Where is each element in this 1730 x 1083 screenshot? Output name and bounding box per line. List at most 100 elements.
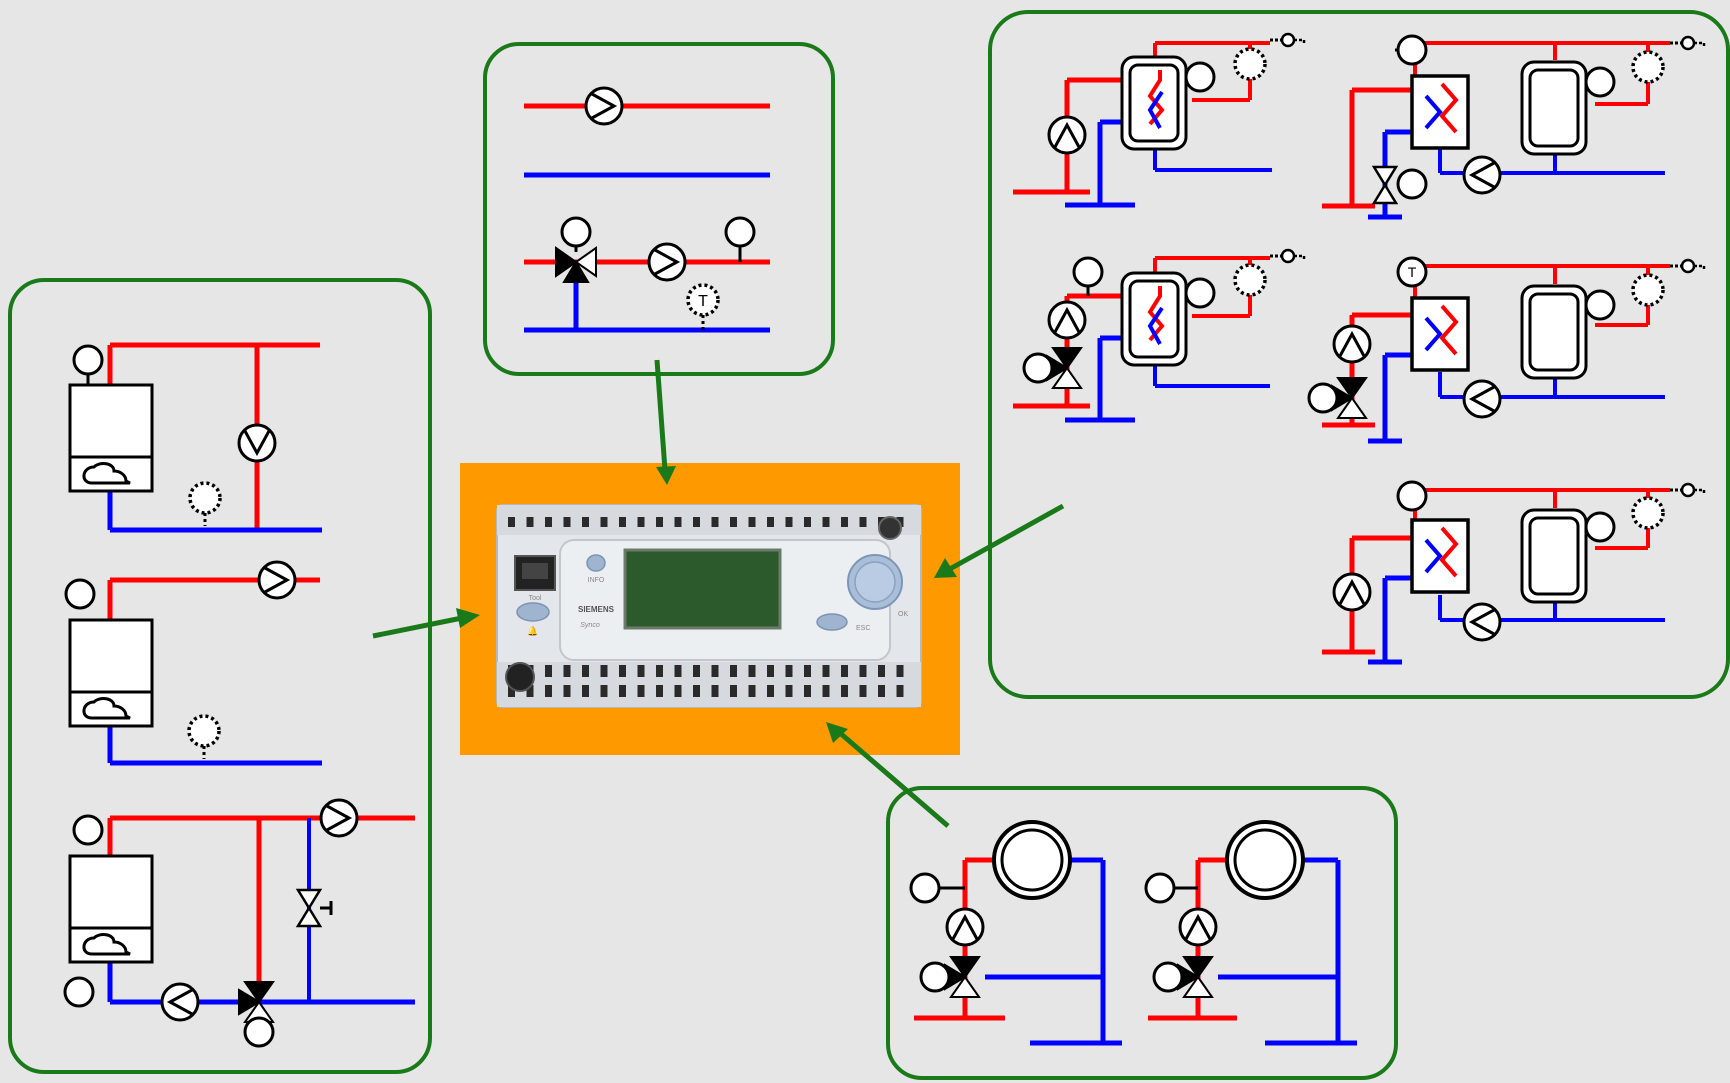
sensor-icon — [1307, 382, 1339, 414]
terminal-slot — [582, 665, 589, 677]
mounting-screw — [505, 662, 535, 692]
terminal-slot — [508, 517, 515, 527]
outdoor-sensor-icon — [1631, 496, 1665, 530]
terminal-slot — [563, 685, 571, 697]
terminal-slot — [785, 665, 793, 677]
heat-exchanger-icon — [1410, 74, 1470, 150]
terminal-slot — [545, 685, 552, 697]
terminal-slot — [804, 517, 811, 527]
terminal-slot — [804, 685, 811, 697]
top-terminal-strip — [497, 505, 921, 535]
terminal-slot — [878, 665, 885, 677]
storage-tank-icon — [1520, 508, 1588, 604]
terminal-slot — [693, 517, 700, 527]
terminal-slot — [785, 517, 793, 527]
terminal-slot — [508, 685, 515, 697]
terminal-slot — [859, 517, 867, 527]
arrow-icon — [372, 608, 480, 639]
radiator-icon — [992, 820, 1072, 900]
sensor-icon — [72, 814, 104, 846]
sensor-icon — [724, 216, 756, 248]
sensor-letter: T — [698, 293, 708, 310]
controller-panel: Tool INFO 🔔 SIEMENS Synco OK ESC — [460, 463, 960, 755]
sensor-letter: T — [1408, 264, 1417, 280]
arrow-icon — [826, 722, 950, 828]
sensor-icon — [1584, 66, 1616, 98]
terminal-slot — [563, 665, 571, 677]
terminal-slot — [767, 665, 774, 677]
pump-icon — [945, 907, 985, 947]
sensor-icon — [1184, 61, 1216, 93]
terminal-slot — [841, 517, 848, 527]
dhw-circuit-b2: T — [1307, 256, 1706, 444]
outdoor-sensor-icon — [1233, 47, 1267, 81]
boiler-circuit-3 — [63, 798, 415, 1048]
terminal-block-top — [508, 517, 904, 527]
terminal-slot — [674, 517, 682, 527]
radiator-circuit-2 — [1144, 820, 1357, 1046]
terminal-slot — [582, 685, 589, 697]
terminal-slot — [693, 665, 700, 677]
brand-logo: SIEMENS — [578, 605, 615, 614]
terminal-slot — [674, 665, 682, 677]
sensor-icon — [1022, 352, 1054, 384]
heating-circuit-pump — [524, 86, 770, 178]
heating-circuit-mixed: T — [524, 216, 770, 333]
frame-heating-circuits — [483, 42, 835, 376]
pump-icon — [1462, 155, 1502, 195]
esc-button[interactable] — [816, 613, 848, 631]
outdoor-sensor-icon — [1631, 273, 1665, 307]
pump-icon — [1332, 324, 1372, 364]
terminal-slot — [637, 685, 645, 697]
sensor-icon — [243, 1016, 275, 1048]
outdoor-sensor-icon: T — [686, 283, 720, 330]
mounting-screw — [878, 516, 902, 540]
pump-icon — [1047, 300, 1087, 340]
sensor-icon — [1584, 511, 1616, 543]
heat-exchanger-icon — [1410, 518, 1470, 594]
pump-icon — [647, 242, 687, 282]
storage-tank-icon — [1520, 284, 1588, 380]
outdoor-sensor-icon — [1268, 248, 1306, 264]
sensor-icon — [909, 872, 941, 904]
outdoor-sensor-icon — [188, 481, 222, 528]
pump-icon — [1047, 115, 1087, 155]
radiator-circuit-1 — [909, 820, 1122, 1046]
left-button[interactable] — [516, 602, 550, 622]
terminal-slot — [785, 685, 793, 697]
sensor-icon — [63, 976, 95, 1008]
pump-icon — [1332, 572, 1372, 612]
sensor-icon: T — [1396, 256, 1428, 288]
terminal-slot — [767, 685, 774, 697]
pump-icon — [237, 423, 277, 463]
terminal-slot — [656, 665, 663, 677]
terminal-slot — [582, 517, 589, 527]
terminal-slot — [896, 685, 904, 697]
terminal-slot — [859, 665, 867, 677]
terminal-slot — [748, 685, 756, 697]
terminal-slot — [730, 685, 737, 697]
pump-icon — [257, 560, 297, 600]
arrow-icon — [654, 359, 676, 485]
terminal-slot — [896, 665, 904, 677]
ok-label: OK — [898, 611, 908, 618]
boiler-circuit-1 — [68, 342, 322, 533]
pump-icon — [584, 86, 624, 126]
terminal-slot — [730, 517, 737, 527]
sensor-icon — [64, 578, 96, 610]
sensor-icon — [1152, 961, 1184, 993]
dhw-circuit-a1 — [1013, 32, 1306, 208]
dhw-circuit-b1 — [1322, 34, 1706, 220]
terminal-slot — [822, 517, 830, 527]
terminal-slot — [841, 685, 848, 697]
info-button[interactable] — [586, 554, 606, 572]
outdoor-sensor-icon — [1631, 50, 1665, 84]
terminal-slot — [748, 517, 756, 527]
bell-icon: 🔔 — [527, 626, 538, 636]
radiator-icon — [1225, 820, 1305, 900]
terminal-slot — [804, 665, 811, 677]
terminal-slot — [748, 665, 756, 677]
pump-icon — [1462, 379, 1502, 419]
terminal-slot — [619, 517, 626, 527]
frame-domestic-hot-water — [988, 10, 1730, 699]
